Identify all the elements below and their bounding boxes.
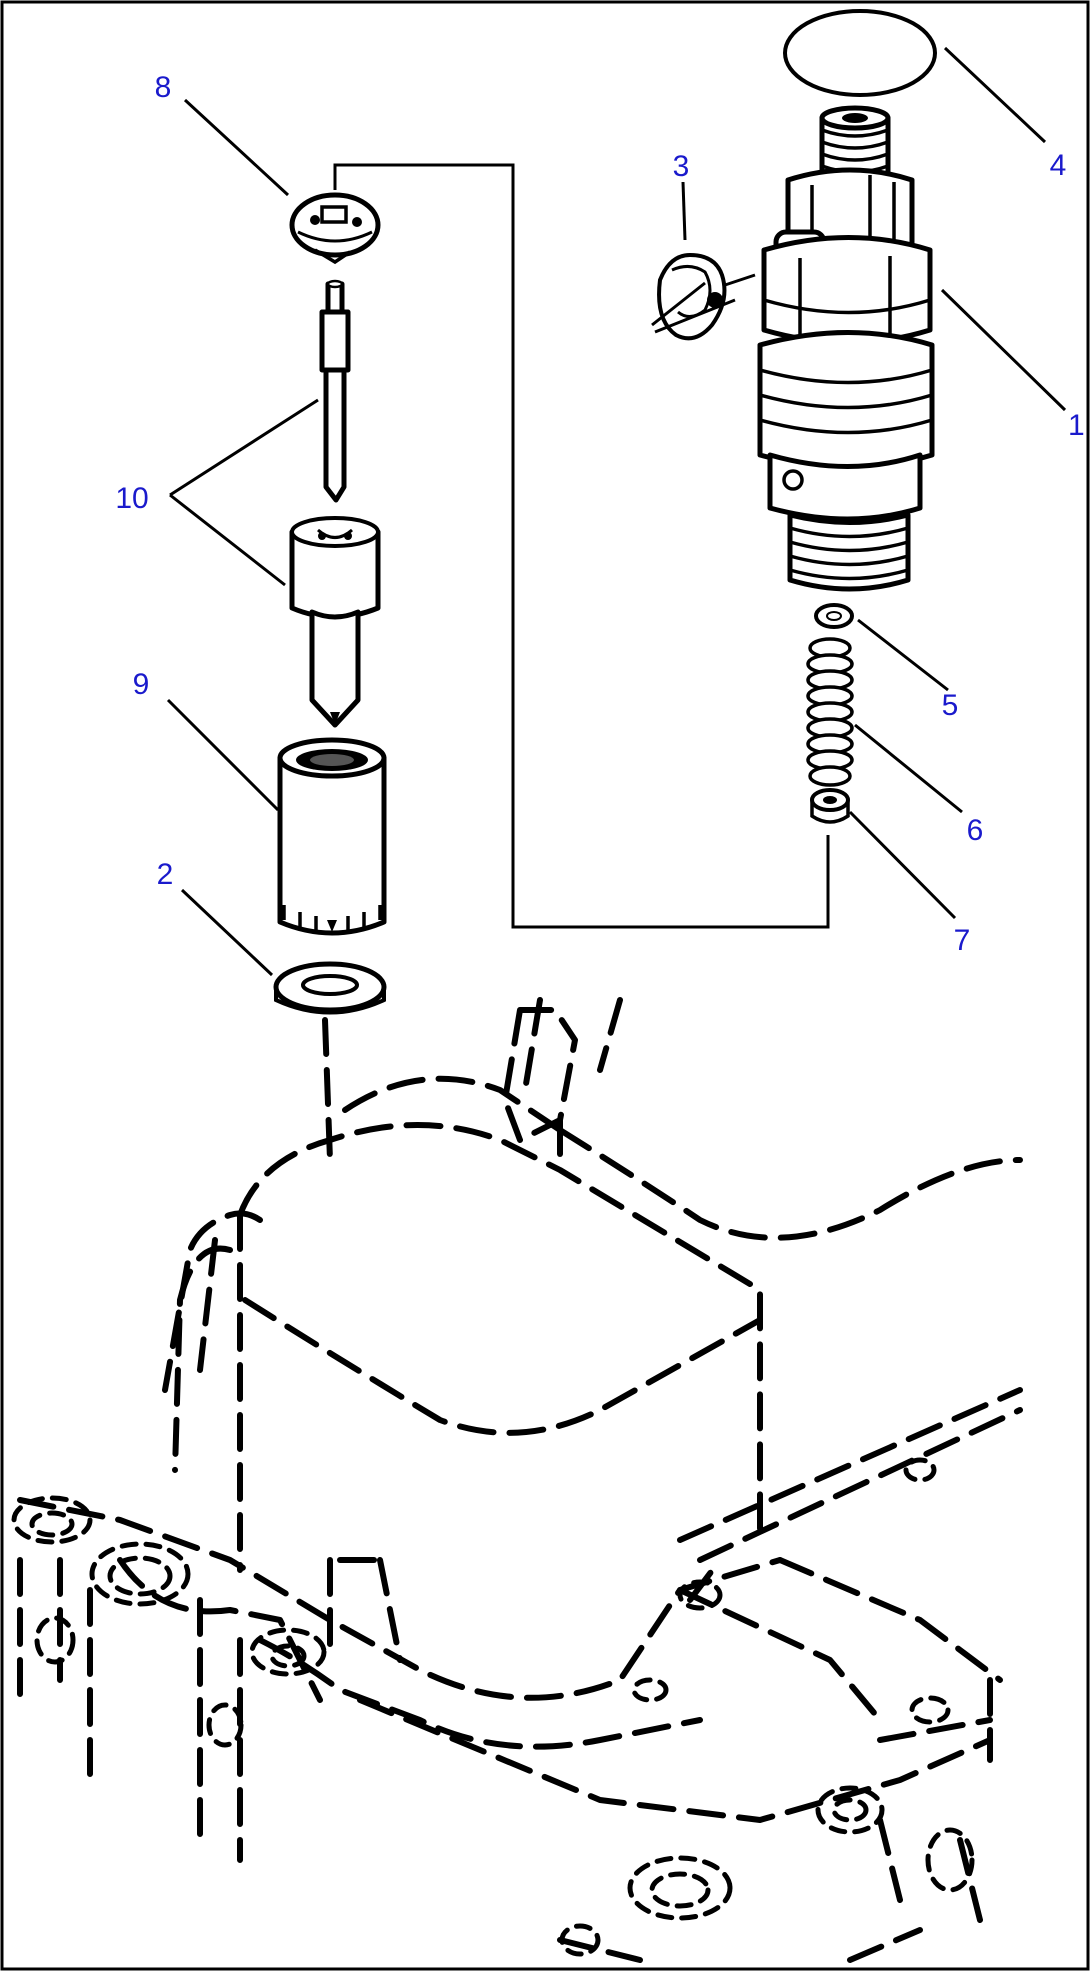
callout-7: 7 (954, 924, 971, 957)
callout-1: 1 (1068, 409, 1085, 442)
callout-3: 3 (673, 150, 690, 183)
callout-4: 4 (1050, 149, 1067, 182)
callout-2: 2 (157, 858, 174, 891)
cylinder-head-outline (11, 997, 1023, 1963)
leader-lines (166, 46, 1067, 977)
callout-9: 9 (133, 668, 150, 701)
part-3-inlet-fitting (651, 252, 756, 341)
assembly-connector-line (333, 163, 830, 929)
part-2-gasket-washer (273, 961, 387, 1015)
callout-5: 5 (942, 689, 959, 722)
callout-10: 10 (115, 482, 148, 515)
part-5-washer (814, 603, 854, 629)
part-4-seal-ring (783, 9, 937, 97)
part-10-nozzle-assembly (289, 279, 381, 728)
part-6-spring (806, 637, 854, 787)
callout-labels: 1 2 3 4 5 6 7 8 9 10 (115, 71, 1084, 957)
callout-8: 8 (155, 71, 172, 104)
part-9-nozzle-sleeve (277, 737, 387, 936)
callout-6: 6 (967, 814, 984, 847)
part-8-spacer-plate (289, 192, 381, 265)
part-1-injector-holder (757, 105, 935, 592)
part-7-shim (810, 788, 850, 824)
